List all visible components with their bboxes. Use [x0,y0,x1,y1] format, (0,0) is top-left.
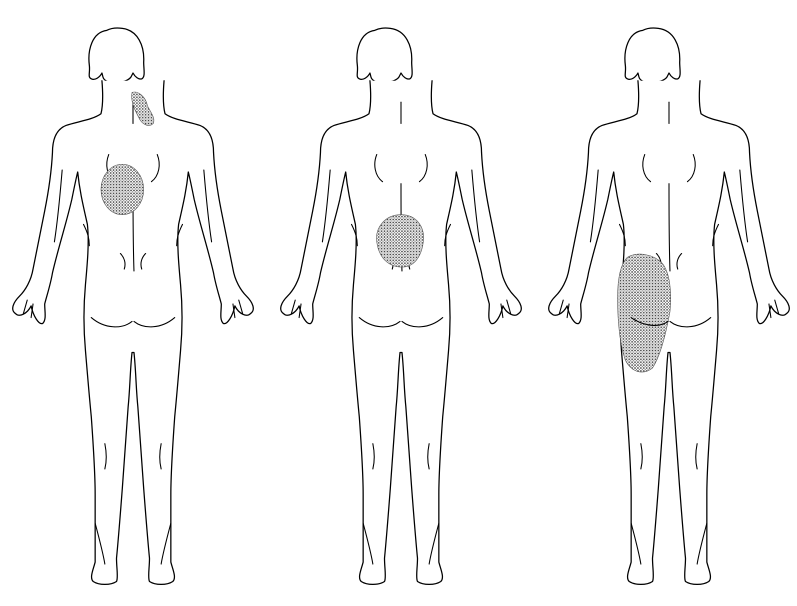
figure-middle [270,0,532,606]
pain-region-upper-back [101,164,144,214]
figure-left [2,0,264,606]
body-outline-middle [281,28,522,584]
figure-right [538,0,797,606]
body-outline-left [13,28,254,584]
